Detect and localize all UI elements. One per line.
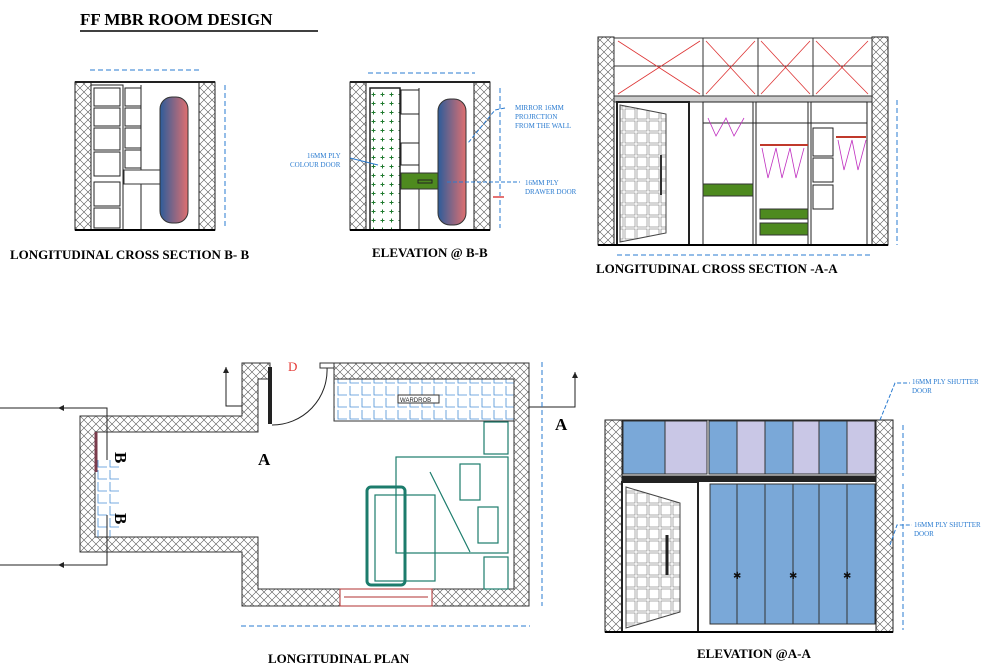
svg-text:16MM PLY: 16MM PLY [525, 179, 559, 187]
elevation-bb-drawing [349, 72, 520, 231]
elevation-bb-label: ELEVATION @ B-B [372, 245, 488, 260]
section-aa-drawing [597, 36, 898, 256]
section-aa-label: LONGITUDINAL CROSS SECTION -A-A [596, 261, 838, 276]
door-tag: D [288, 359, 297, 374]
svg-text:16MM PLY SHUTTER: 16MM PLY SHUTTER [912, 378, 979, 386]
svg-text:16MM PLY: 16MM PLY [307, 152, 341, 160]
plan-label: LONGITUDINAL PLAN [268, 651, 410, 665]
wardrobe-tag: WARDROB [400, 398, 431, 404]
svg-text:COLOUR DOOR: COLOUR DOOR [290, 161, 341, 169]
svg-text:DOOR: DOOR [914, 530, 934, 538]
section-mark-a-outer: A [555, 415, 568, 434]
section-mark-b-top: B [111, 452, 130, 463]
elevation-aa-label: ELEVATION @A-A [697, 646, 811, 661]
drawer-door-note: 16MM PLY DRAWER DOOR [525, 179, 577, 196]
section-mark-b-bottom: B [111, 513, 130, 524]
plan-drawing [0, 362, 578, 627]
svg-text:16MM PLY SHUTTER: 16MM PLY SHUTTER [914, 521, 981, 529]
svg-text:DRAWER DOOR: DRAWER DOOR [525, 188, 577, 196]
section-bb-label: LONGITUDINAL CROSS SECTION B- B [10, 247, 249, 262]
bottom-shutter-note: 16MM PLY SHUTTER DOOR [914, 521, 981, 538]
top-shutter-note: 16MM PLY SHUTTER DOOR [912, 378, 979, 395]
svg-text:MIRROR 16MM: MIRROR 16MM [515, 104, 565, 112]
colour-door-note: 16MM PLY COLOUR DOOR [290, 152, 341, 169]
section-mark-a-inner: A [258, 450, 271, 469]
svg-text:✱: ✱ [843, 571, 851, 582]
mirror-note: MIRROR 16MM PROJRCTION FROM THE WALL [515, 104, 571, 130]
svg-text:✱: ✱ [733, 571, 741, 582]
elevation-aa-drawing: ✱ ✱ ✱ [604, 382, 912, 633]
svg-text:✱: ✱ [789, 571, 797, 582]
section-bb-drawing [74, 69, 226, 231]
svg-text:DOOR: DOOR [912, 387, 932, 395]
svg-text:FROM THE WALL: FROM THE WALL [515, 122, 571, 130]
sheet-title: FF MBR ROOM DESIGN [80, 10, 273, 29]
svg-text:PROJRCTION: PROJRCTION [515, 113, 557, 121]
